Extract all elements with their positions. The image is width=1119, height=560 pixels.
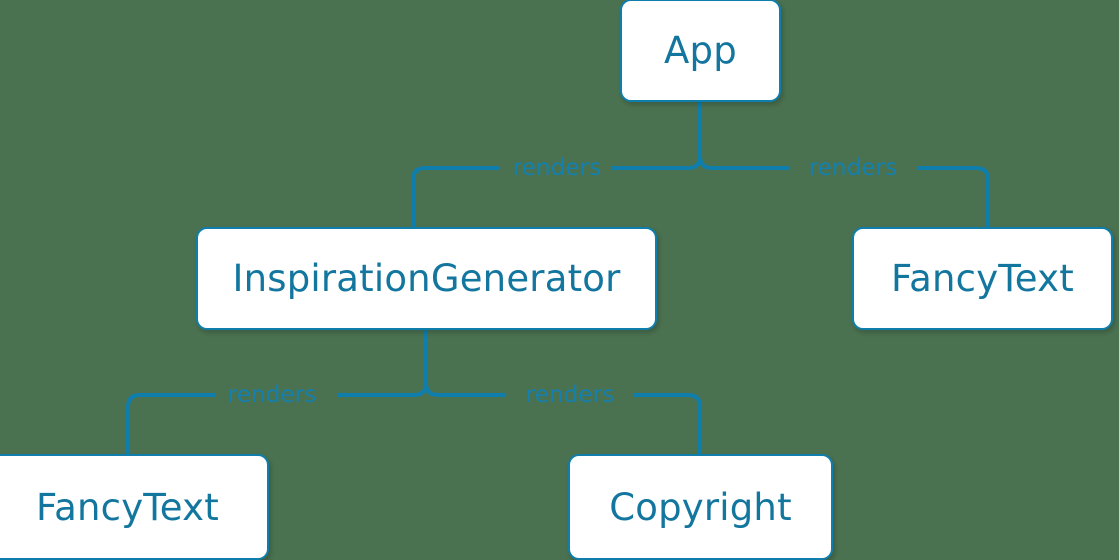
edge-label-renders-inspiration-copyright: renders bbox=[525, 382, 615, 408]
node-fancytext-left-label: FancyText bbox=[36, 485, 219, 529]
node-fancytext-right[interactable]: FancyText bbox=[852, 227, 1113, 330]
node-app[interactable]: App bbox=[620, 0, 781, 102]
node-inspiration-generator-label: InspirationGenerator bbox=[232, 257, 621, 300]
node-fancytext-right-label: FancyText bbox=[891, 257, 1074, 300]
edge-inspiration-stem-left bbox=[413, 382, 428, 397]
node-app-label: App bbox=[664, 29, 737, 72]
node-inspiration-generator[interactable]: InspirationGenerator bbox=[196, 227, 657, 330]
edge-label-renders-inspiration-fancytext: renders bbox=[227, 382, 317, 408]
node-copyright[interactable]: Copyright bbox=[568, 454, 833, 560]
edge-inspiration-to-fancytext bbox=[126, 393, 414, 456]
node-copyright-label: Copyright bbox=[609, 485, 792, 529]
edge-app-to-inspiration bbox=[411, 166, 688, 228]
edge-app-to-fancytext bbox=[712, 166, 990, 228]
edge-inspiration-to-copyright bbox=[438, 393, 702, 456]
edge-label-renders-app-fancytext: renders bbox=[808, 155, 898, 181]
edge-app-stem-left bbox=[687, 155, 702, 170]
edge-label-renders-app-inspiration: renders bbox=[512, 155, 602, 181]
node-fancytext-left[interactable]: FancyText bbox=[0, 454, 269, 560]
